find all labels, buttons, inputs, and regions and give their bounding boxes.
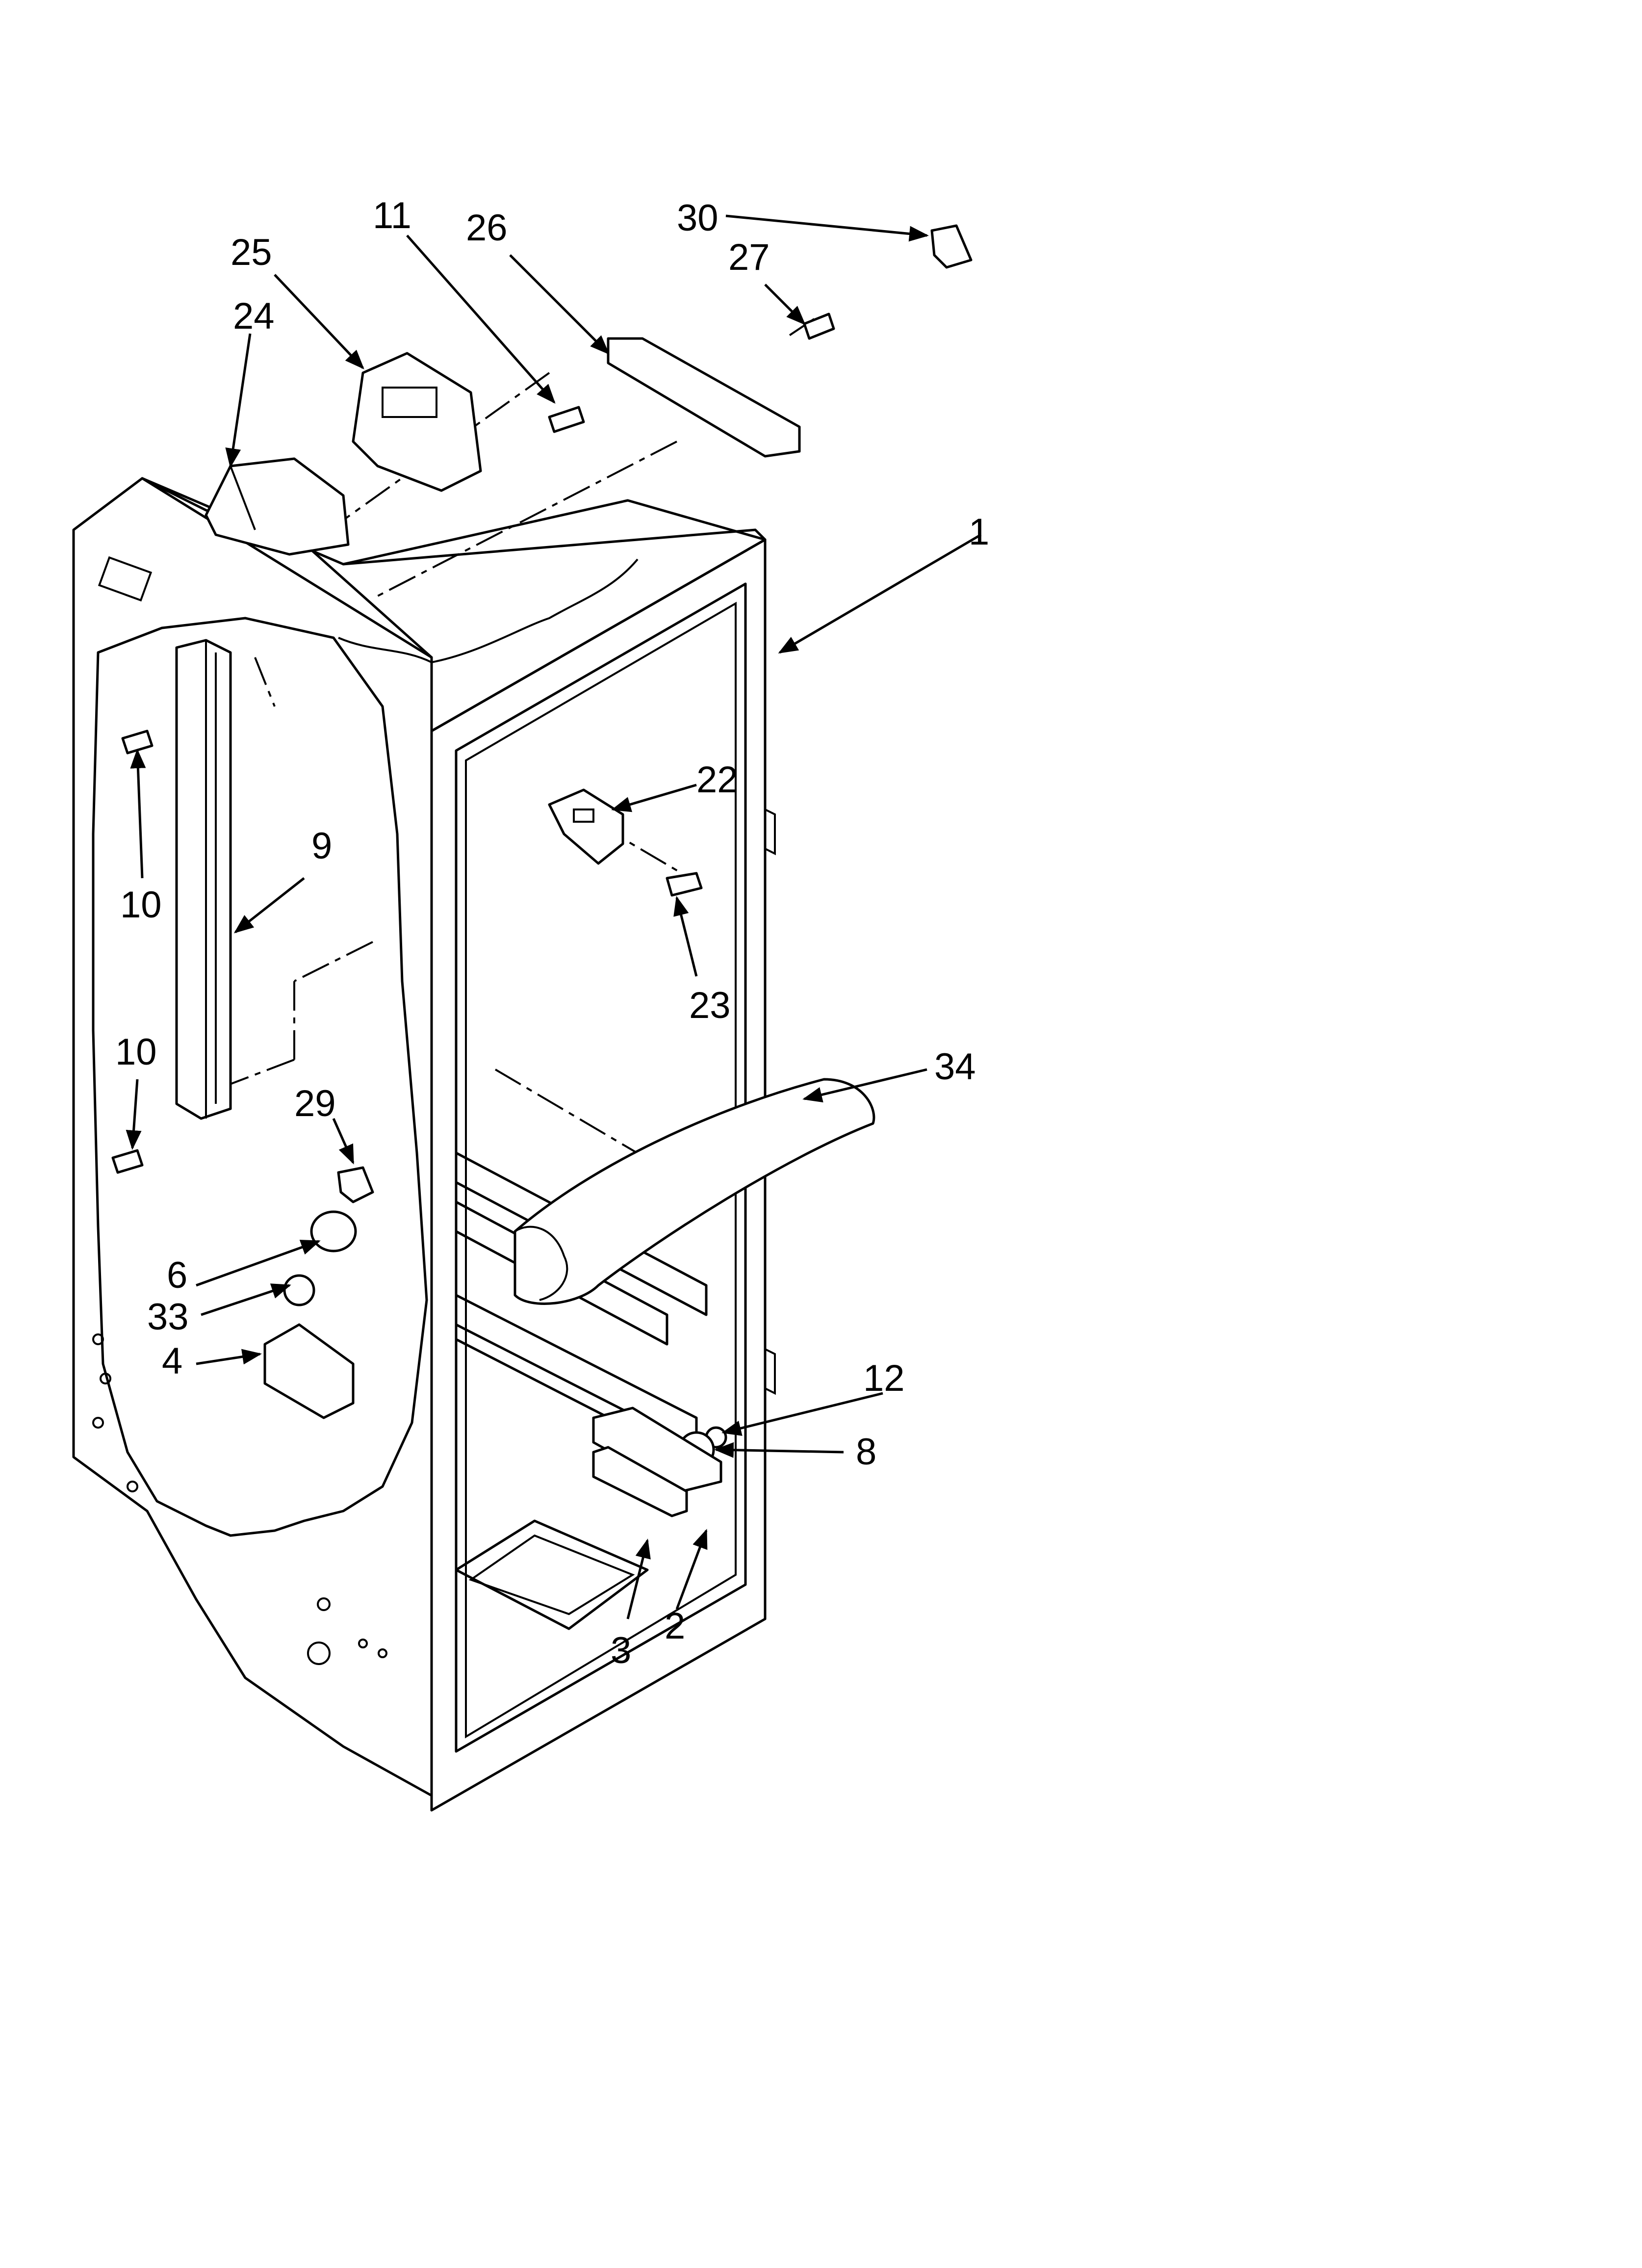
callout-8: 8 — [856, 1431, 876, 1473]
callout-9: 9 — [311, 825, 332, 867]
shelf-cover-part-34 — [513, 1078, 875, 1305]
callout-6: 6 — [167, 1254, 187, 1296]
callout-23: 23 — [689, 985, 731, 1026]
lamp-socket-part-29 — [337, 1166, 374, 1203]
callout-10-bottom: 10 — [115, 1031, 157, 1073]
leader-lines — [126, 214, 982, 1619]
light-shield-part-4 — [263, 1323, 355, 1419]
callout-30: 30 — [677, 197, 718, 239]
screw-part-23 — [666, 872, 703, 897]
bracket-part-25 — [352, 352, 482, 492]
light-bulb-part-33 — [283, 1274, 315, 1306]
callout-26: 26 — [466, 207, 508, 249]
callout-24: 24 — [233, 295, 275, 337]
screw-part-27 — [803, 313, 835, 340]
light-socket-part-6 — [310, 1210, 357, 1252]
callout-34: 34 — [934, 1046, 976, 1088]
callout-labels: 1 2 3 4 6 8 9 10 10 11 12 22 23 24 25 26… — [115, 195, 989, 1671]
top-rail-part-26 — [607, 337, 801, 458]
callout-3: 3 — [611, 1630, 631, 1671]
assembly-lines — [191, 318, 815, 1169]
callout-12: 12 — [863, 1357, 905, 1399]
callout-2: 2 — [665, 1605, 685, 1647]
callout-1: 1 — [969, 511, 989, 553]
control-housing-part-3 — [592, 1446, 688, 1517]
light-housing-part-24 — [205, 457, 350, 556]
screw-part-11 — [548, 406, 585, 433]
callout-4: 4 — [162, 1340, 182, 1382]
callout-25: 25 — [231, 232, 272, 273]
callout-10-top: 10 — [120, 884, 162, 926]
callout-29: 29 — [294, 1083, 336, 1124]
callout-27: 27 — [728, 236, 770, 278]
callout-22: 22 — [696, 759, 738, 801]
screw-part-10-bottom — [111, 1149, 144, 1174]
bracket-part-22 — [548, 788, 624, 865]
callout-11: 11 — [373, 195, 411, 236]
callout-33: 33 — [147, 1296, 189, 1338]
clip-part-30 — [930, 224, 973, 269]
shelf-ladder-part-9 — [175, 639, 232, 1120]
screw-part-10-top — [121, 730, 154, 755]
control-housing-part-2 — [592, 1407, 722, 1493]
